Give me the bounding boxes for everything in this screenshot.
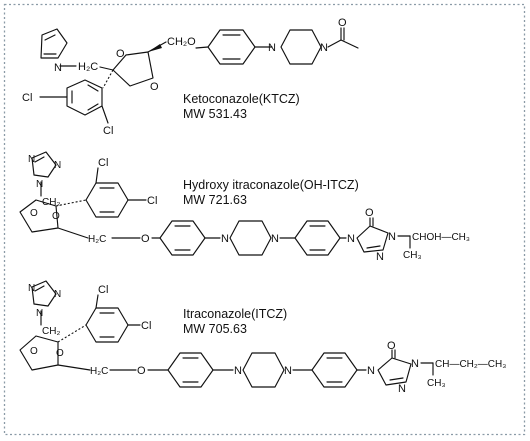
itcz-side-chain: CH—CH₂—CH₃ [435, 359, 506, 370]
triazole-ring-2 [31, 151, 57, 178]
triazolone-ring-3 [377, 357, 412, 386]
itcz-piperazine-n1: N [234, 365, 242, 377]
ohitcz-ch2-label: CH₂ [42, 197, 60, 208]
hydroxy-itraconazole-structure: N N N CH₂ Cl Cl O O H₂C O N N N N N O CH… [19, 151, 470, 263]
triazole-ring-3 [31, 280, 57, 307]
ktcz-name: Ketoconazole(KTCZ) [183, 92, 300, 106]
itcz-triazolone-o: O [387, 340, 396, 352]
ohitcz-cl-2: Cl [147, 195, 157, 207]
itcz-piperazine-n2: N [284, 365, 292, 377]
figure-border [3, 3, 526, 436]
ktcz-cl-1: Cl [22, 92, 32, 104]
ohitcz-methyl: CH₃ [403, 250, 422, 261]
ktcz-dioxolane-o2: O [150, 81, 159, 93]
ktcz-imidazole-n: N [54, 62, 62, 74]
dioxolane-ring [112, 51, 154, 87]
itcz-name: Itraconazole(ITCZ) [183, 307, 287, 321]
dioxolane-ring-3 [19, 335, 59, 371]
piperazine-ring-1 [280, 29, 322, 65]
ohitcz-triazolone-n2: N [388, 231, 396, 243]
ktcz-dioxolane-o1: O [116, 48, 125, 60]
itcz-h2c-label: H₂C [90, 366, 108, 377]
ketoconazole-structure: N H₂C O O CH₂O N N O Cl Cl Ketoconazole(… [22, 17, 359, 137]
ohitcz-triazole-n3: N [36, 179, 43, 190]
ohitcz-triazolone-n1: N [347, 233, 355, 245]
ohitcz-h2c-label: H₂C [88, 234, 106, 245]
itcz-triazole-n1: N [28, 283, 35, 294]
ohitcz-side-chain: CHOH—CH₃ [412, 232, 470, 243]
itcz-ether-o: O [137, 365, 146, 377]
itcz-mw: MW 705.63 [183, 322, 247, 336]
ktcz-piperazine-n1: N [268, 42, 276, 54]
ohitcz-piperazine-n2: N [271, 233, 279, 245]
ohitcz-triazole-n1: N [28, 154, 35, 165]
ktcz-ch2o-label: CH₂O [167, 36, 196, 48]
ohitcz-triazole-n2: N [54, 160, 61, 171]
ohitcz-cl-1: Cl [98, 157, 108, 169]
ktcz-piperazine-n2: N [320, 42, 328, 54]
ktcz-cl-2: Cl [103, 125, 113, 137]
ktcz-mw: MW 531.43 [183, 107, 247, 121]
triazolone-ring-2 [356, 225, 389, 253]
imidazole-ring [40, 28, 68, 59]
itraconazole-structure: N N N CH₂ Cl Cl O O H₂C O N N N N N O CH… [19, 280, 506, 395]
ohitcz-triazolone-n3: N [376, 251, 384, 263]
ohitcz-dioxolane-o1: O [30, 208, 38, 219]
itcz-triazole-n3: N [36, 308, 43, 319]
ktcz-ch2-label: H₂C [78, 61, 98, 73]
itcz-triazolone-n1: N [367, 365, 375, 377]
ohitcz-dioxolane-o2: O [52, 211, 60, 222]
itcz-cl-1: Cl [98, 284, 108, 296]
itcz-methyl: CH₃ [427, 378, 446, 389]
ohitcz-name: Hydroxy itraconazole(OH-ITCZ) [183, 178, 359, 192]
ohitcz-piperazine-n1: N [221, 233, 229, 245]
itcz-ch2-label: CH₂ [42, 326, 60, 337]
itcz-dioxolane-o1: O [30, 346, 38, 357]
piperazine-ring-2 [229, 220, 272, 256]
itcz-dioxolane-o2: O [56, 348, 64, 359]
piperazine-ring-3 [242, 352, 285, 388]
dioxolane-ring-2 [19, 199, 59, 233]
ohitcz-ether-o: O [141, 233, 150, 245]
itcz-cl-2: Cl [141, 320, 151, 332]
ktcz-acetyl-o: O [338, 17, 347, 29]
itcz-triazole-n2: N [54, 289, 61, 300]
itcz-triazolone-n3: N [398, 383, 406, 395]
ohitcz-mw: MW 721.63 [183, 193, 247, 207]
itcz-triazolone-n2: N [411, 358, 419, 370]
ohitcz-triazolone-o: O [365, 207, 374, 219]
